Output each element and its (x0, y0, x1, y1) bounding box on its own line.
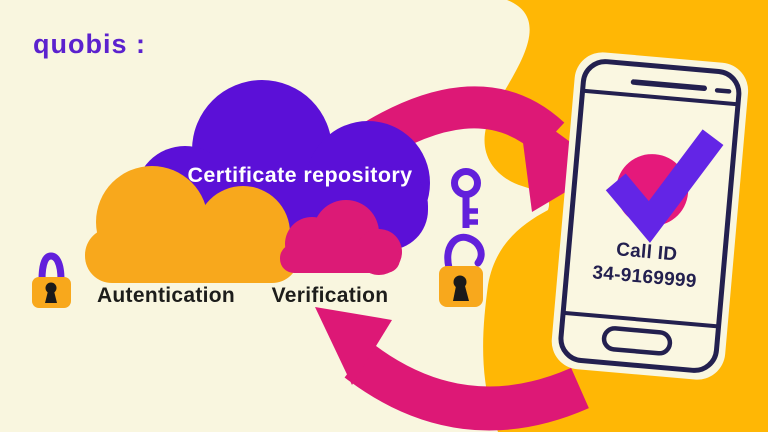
closed-padlock-keyhole (45, 282, 57, 294)
phone-top-divider (584, 88, 737, 107)
authentication-cloud (85, 166, 299, 283)
cloud-base (280, 244, 400, 273)
phone-bottom-divider (564, 310, 717, 329)
flow-arrow-to-phone-head (518, 104, 606, 212)
phone-home-button (601, 326, 673, 356)
closed-padlock-keyhole-tail (45, 291, 57, 303)
phone-speaker (630, 79, 708, 91)
open-padlock-icon (439, 233, 485, 307)
certificate-repository-label: Certificate repository (187, 163, 412, 187)
verification-label: Verification (272, 284, 389, 307)
flow-arrow-from-phone-icon (315, 307, 589, 431)
verification-cloud (280, 200, 402, 275)
key-icon (451, 168, 481, 228)
open-padlock-keyhole (453, 275, 467, 289)
checkmark-icon (605, 129, 724, 243)
cloud-base (85, 228, 299, 283)
quobis-logo: quobis : (33, 29, 146, 59)
flow-arrow-from-phone-band (344, 342, 589, 431)
open-padlock-shackle (444, 233, 485, 272)
phone-camera-icon (714, 88, 732, 94)
flow-arrow-from-phone-head (315, 307, 392, 385)
phone-illustration: Call ID 34-9169999 (551, 52, 749, 380)
closed-padlock-icon (32, 252, 71, 308)
authentication-label: Autentication (97, 284, 235, 307)
closed-padlock-shackle (38, 252, 65, 281)
open-padlock-keyhole-tail (453, 286, 469, 301)
